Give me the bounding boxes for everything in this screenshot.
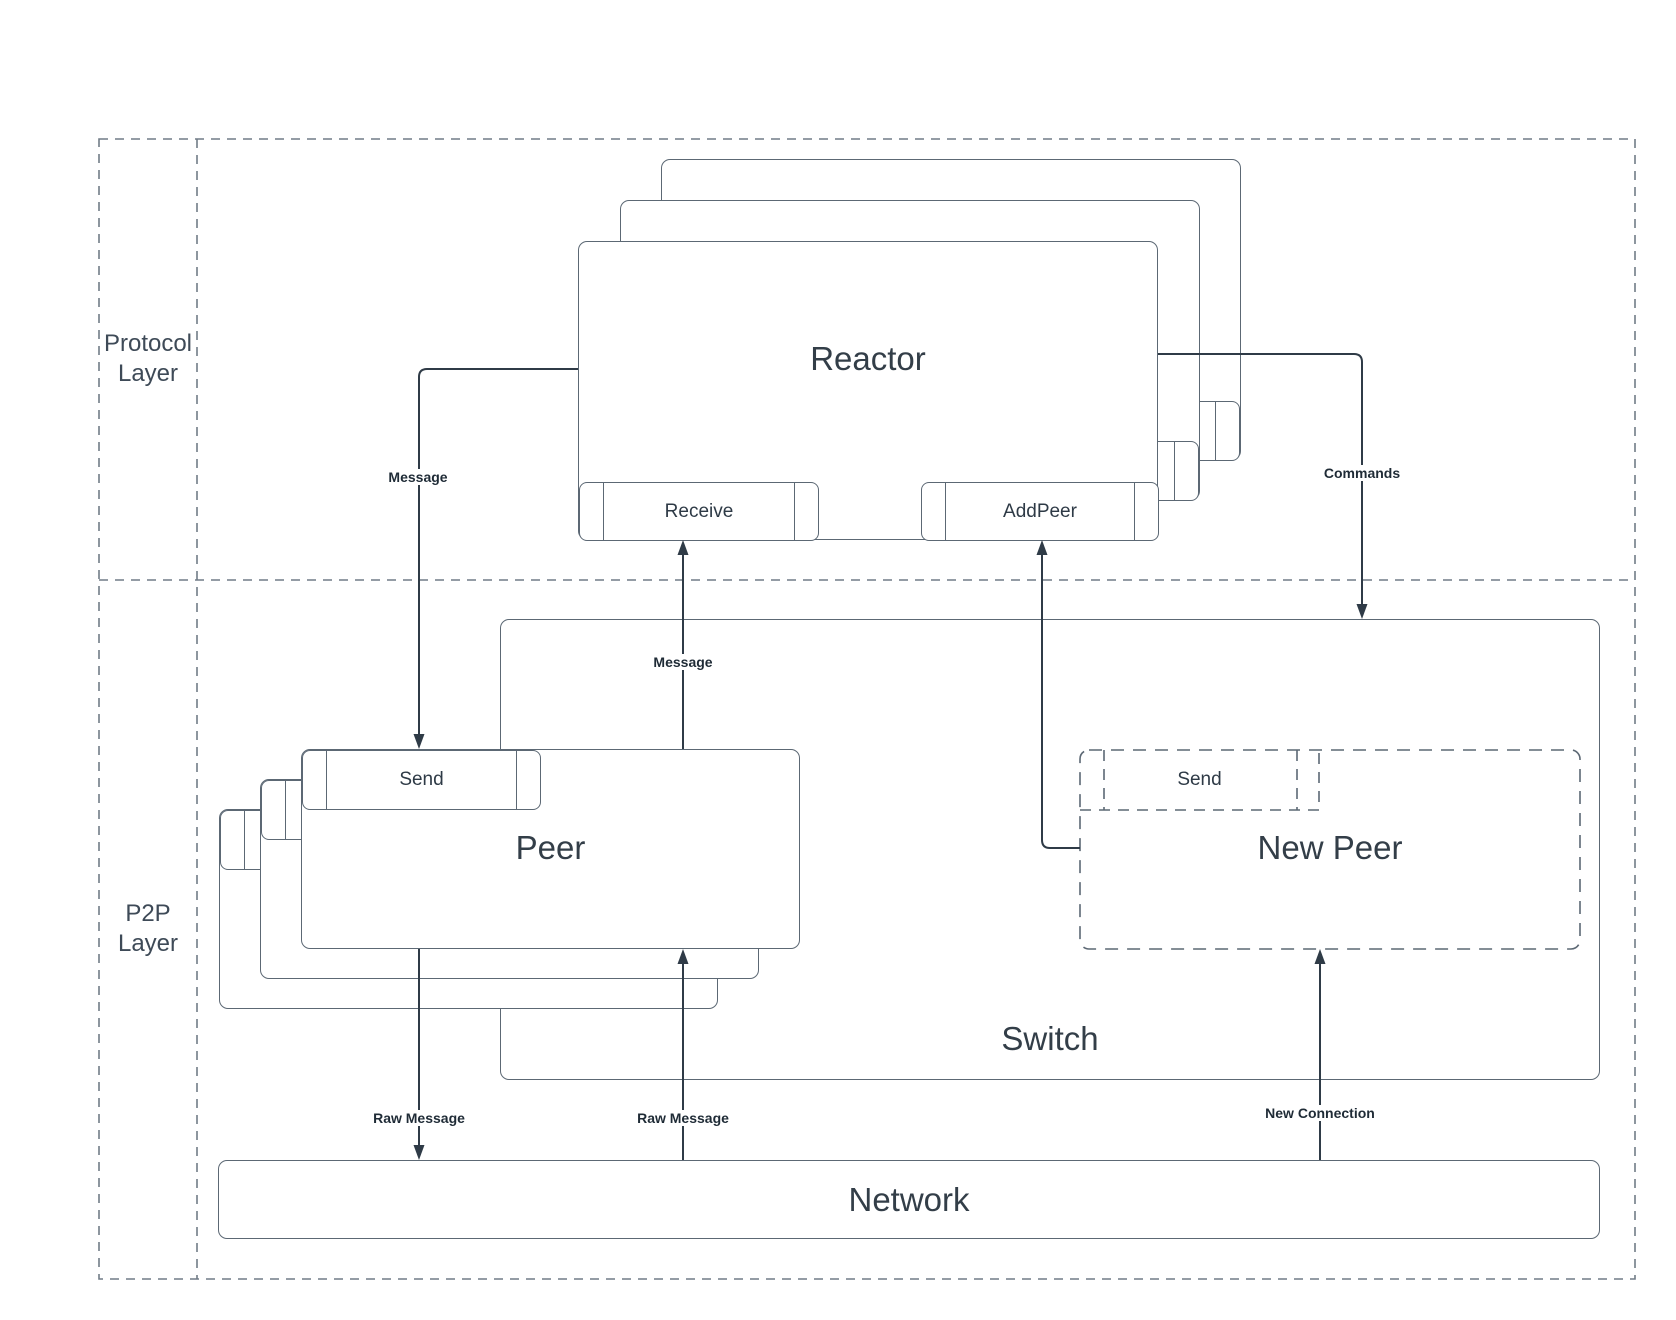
new-peer-title: New Peer bbox=[1257, 829, 1403, 866]
protocol-layer-line1: Protocol bbox=[103, 330, 193, 357]
arrowhead-commands bbox=[1356, 604, 1368, 619]
switch-title: Switch bbox=[1001, 1020, 1099, 1057]
addpeer-port-label: AddPeer bbox=[1003, 500, 1077, 522]
new-peer-box: New Peer Send bbox=[1080, 750, 1580, 949]
label-commands: Commands bbox=[1318, 465, 1406, 481]
arrowhead-message-to-peer bbox=[413, 734, 425, 749]
protocol-layer-label: Protocol Layer bbox=[99, 329, 197, 389]
p2p-layer-label: P2P Layer bbox=[99, 899, 197, 959]
reactor-receive-port: Receive bbox=[579, 482, 819, 541]
peer-box: Peer Send bbox=[301, 749, 800, 949]
peer-send-label: Send bbox=[399, 769, 444, 790]
arrowhead-message-to-reactor bbox=[677, 540, 689, 555]
label-new-connection: New Connection bbox=[1260, 1105, 1380, 1121]
label-raw-message-out: Raw Message bbox=[368, 1110, 470, 1126]
peer-send-port: Send bbox=[302, 750, 541, 810]
network-title: Network bbox=[848, 1180, 970, 1218]
label-message-to-peer: Message bbox=[383, 469, 453, 485]
protocol-layer-line2: Layer bbox=[117, 360, 179, 387]
receive-port-label: Receive bbox=[664, 500, 734, 522]
p2p-layer-line1: P2P bbox=[125, 900, 171, 927]
p2p-layer-line2: Layer bbox=[117, 930, 179, 957]
network-box: Network bbox=[218, 1160, 1600, 1239]
new-peer-send-label: Send bbox=[1177, 769, 1222, 790]
label-raw-message-in: Raw Message bbox=[632, 1110, 734, 1126]
arrowhead-newpeer-to-addpeer bbox=[1036, 540, 1048, 555]
peer-title: Peer bbox=[515, 829, 586, 866]
new-peer-send-port: Send bbox=[1080, 750, 1319, 810]
reactor-title: Reactor bbox=[810, 340, 926, 377]
arrowhead-raw-message-out bbox=[413, 1145, 425, 1160]
reactor-box: Reactor Receive AddPeer bbox=[578, 241, 1159, 541]
label-message-to-reactor: Message bbox=[648, 654, 718, 670]
reactor-addpeer-port: AddPeer bbox=[921, 482, 1159, 541]
